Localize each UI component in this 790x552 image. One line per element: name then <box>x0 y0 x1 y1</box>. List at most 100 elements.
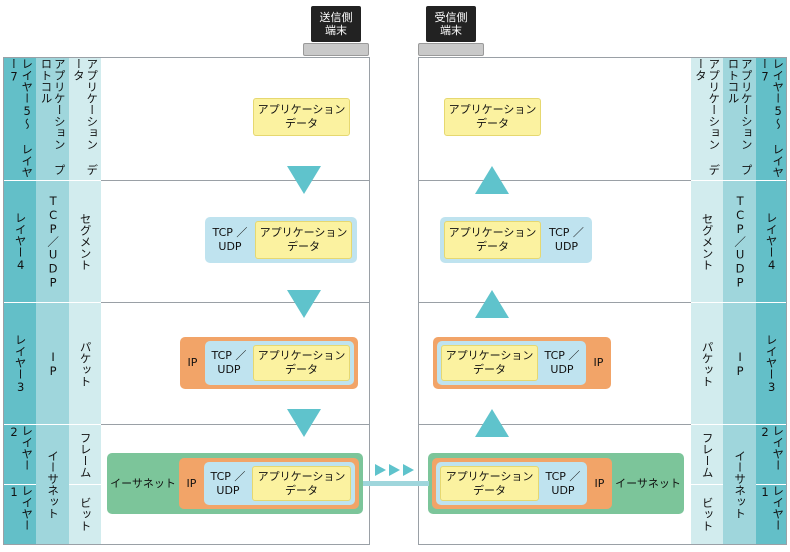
sep <box>691 424 723 425</box>
sender-tcp-segment: TCP ／ UDP アプリケーション データ <box>205 217 357 263</box>
receiver-divider <box>419 302 691 303</box>
sender-ip-in-frame: IP TCP ／ UDP アプリケーション データ <box>179 458 359 509</box>
receiver-layer-1: レイヤー1 <box>758 485 786 531</box>
sender-app-data-box: アプリケーション データ <box>253 98 350 136</box>
sender-divider <box>101 180 369 181</box>
down-arrow-icon <box>287 290 321 318</box>
receiver-layer-3: レイヤー3 <box>764 333 779 394</box>
receiver-divider <box>419 180 691 181</box>
sender-unit-segment: セグメント <box>78 212 93 271</box>
sep <box>69 180 101 181</box>
sep <box>756 302 786 303</box>
sep <box>69 424 101 425</box>
sender-protocol-tcpudp: TCP／UDP <box>46 193 61 290</box>
sep <box>36 180 69 181</box>
receiver-ethernet-frame: アプリケーション データ TCP ／ UDP IP イーサネット <box>428 453 684 514</box>
down-arrow-icon <box>287 166 321 194</box>
sender-terminal-icon: 送信側 端末 <box>303 6 369 58</box>
sender-unit-frame: フレーム <box>78 431 93 478</box>
receiver-unit-packet: パケット <box>700 340 715 387</box>
sep <box>36 424 69 425</box>
receiver-tcp-in-frame: アプリケーション データ TCP ／ UDP <box>436 462 587 505</box>
sender-layer-column: レイヤー5〜 レイヤー7 レイヤー4 レイヤー3 レイヤー2 レイヤー1 <box>4 58 36 544</box>
up-arrow-icon <box>475 409 509 437</box>
play-arrow-icon <box>375 464 386 476</box>
sender-ip-packet: IP TCP ／ UDP アプリケーション データ <box>180 337 358 389</box>
sender-ip-label: IP <box>187 356 198 370</box>
receiver-ip-in-frame: アプリケーション データ TCP ／ UDP IP <box>432 458 612 509</box>
sender-tcp-label: TCP ／ UDP <box>212 226 248 253</box>
up-arrow-icon <box>475 166 509 194</box>
sender-unit-column: アプリケーション データ セグメント パケット フレーム ビット <box>69 58 101 544</box>
sender-tcp-in-packet: TCP ／ UDP アプリケーション データ <box>205 341 354 385</box>
receiver-layer-2: レイヤー2 <box>758 425 786 471</box>
receiver-unit-frame: フレーム <box>700 431 715 478</box>
receiver-unit-column: アプリケーション データ セグメント パケット フレーム ビット <box>691 58 723 544</box>
up-arrow-icon <box>475 290 509 318</box>
receiver-layer-4: レイヤー4 <box>764 211 779 272</box>
sender-ip-label: IP <box>186 476 197 490</box>
sender-layer-2: レイヤー2 <box>7 425 35 471</box>
receiver-protocol-column: アプリケーション プロトコル TCP／UDP IP イーサネット <box>723 58 756 544</box>
receiver-divider <box>419 424 691 425</box>
sender-layer-1: レイヤー1 <box>7 485 35 531</box>
sender-protocol-ip: IP <box>46 349 61 378</box>
sender-unit-packet: パケット <box>78 340 93 387</box>
sender-unit-bit: ビット <box>78 497 93 532</box>
receiver-layer-57: レイヤー5〜 レイヤー7 <box>758 58 786 178</box>
sep <box>723 302 756 303</box>
sender-tcp-label: TCP ／ UDP <box>210 469 246 497</box>
sep <box>69 484 101 485</box>
receiver-tcp-in-packet: アプリケーション データ TCP ／ UDP <box>437 341 586 385</box>
receiver-terminal-icon: 受信側 端末 <box>418 6 484 58</box>
sep <box>691 180 723 181</box>
receiver-ip-packet: アプリケーション データ TCP ／ UDP IP <box>433 337 611 389</box>
receiver-tcp-label: TCP ／ UDP <box>545 469 581 497</box>
play-arrow-icon <box>389 464 400 476</box>
receiver-laptop-base <box>418 43 484 56</box>
sender-app-data-in-frame: アプリケーション データ <box>252 466 351 501</box>
sender-ethernet-frame: イーサネット IP TCP ／ UDP アプリケーション データ <box>107 453 363 514</box>
sender-protocol-app: アプリケーション プロトコル <box>39 58 67 176</box>
receiver-protocol-ethernet: イーサネット <box>733 450 748 519</box>
sender-divider <box>101 302 369 303</box>
sender-layer-57: レイヤー5〜 レイヤー7 <box>7 58 35 178</box>
receiver-unit-bit: ビット <box>700 497 715 532</box>
sep <box>691 484 723 485</box>
receiver-unit-segment: セグメント <box>700 212 715 271</box>
receiver-protocol-tcpudp: TCP／UDP <box>733 193 748 290</box>
sep <box>756 180 786 181</box>
receiver-ethernet-label: イーサネット <box>615 476 681 490</box>
sender-protocol-column: アプリケーション プロトコル TCP／UDP IP イーサネット <box>36 58 69 544</box>
play-arrow-icon <box>403 464 414 476</box>
sender-app-data-in-packet: アプリケーション データ <box>253 345 350 381</box>
receiver-tcp-label: TCP ／ UDP <box>549 226 584 253</box>
sep <box>723 424 756 425</box>
sender-unit-data: アプリケーション データ <box>72 58 100 176</box>
sender-divider <box>101 424 369 425</box>
sender-laptop-base <box>303 43 369 56</box>
receiver-app-data-in-frame: アプリケーション データ <box>440 466 539 501</box>
sep <box>36 302 69 303</box>
sender-protocol-ethernet: イーサネット <box>46 450 61 519</box>
receiver-terminal-label: 受信側 端末 <box>426 6 476 42</box>
receiver-ip-label: IP <box>594 476 605 490</box>
receiver-app-data-in-segment: アプリケーション データ <box>444 221 541 259</box>
sep <box>756 484 786 485</box>
sep <box>4 180 36 181</box>
sender-ethernet-label: イーサネット <box>110 476 176 490</box>
transmission-line <box>363 481 429 486</box>
receiver-unit-data: アプリケーション データ <box>694 58 722 176</box>
sender-terminal-label: 送信側 端末 <box>311 6 361 42</box>
receiver-protocol-app: アプリケーション プロトコル <box>726 58 754 176</box>
receiver-layer-column: レイヤー5〜 レイヤー7 レイヤー4 レイヤー3 レイヤー2 レイヤー1 <box>756 58 786 544</box>
sep <box>69 302 101 303</box>
sep <box>756 424 786 425</box>
sender-layer-3: レイヤー3 <box>13 333 28 394</box>
sep <box>4 302 36 303</box>
sender-layer-4: レイヤー4 <box>13 211 28 272</box>
sender-tcp-in-frame: TCP ／ UDP アプリケーション データ <box>204 462 355 505</box>
sep <box>4 424 36 425</box>
sender-app-data-in-segment: アプリケーション データ <box>255 221 352 259</box>
